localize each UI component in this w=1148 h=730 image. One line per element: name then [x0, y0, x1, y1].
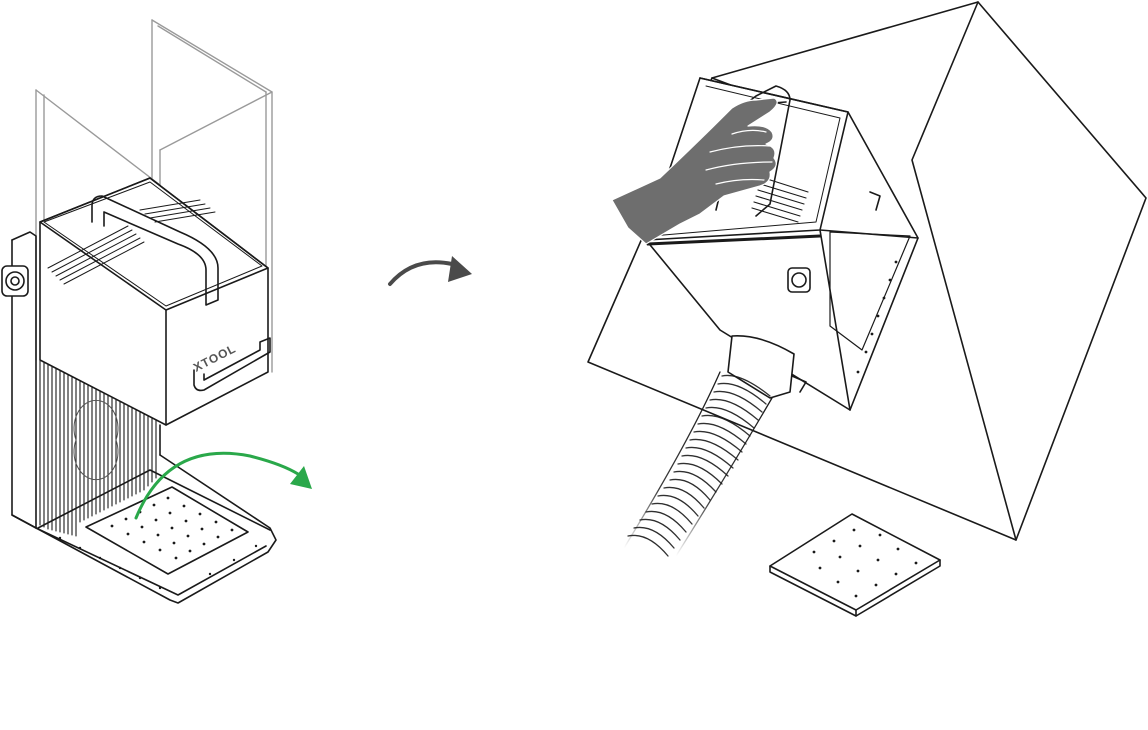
hand-icon	[611, 97, 778, 245]
machine-frame	[11, 231, 277, 604]
curved-arrow-right-icon	[388, 256, 472, 286]
exhaust-hose	[623, 335, 807, 557]
heatsink-fins	[39, 359, 157, 537]
removed-bed-plate	[769, 513, 941, 617]
hand-finger-lines	[705, 129, 773, 185]
laser-machine-tilted	[587, 1, 1147, 617]
side-knob-icon	[1, 265, 29, 297]
laser-module: XTOOL	[39, 177, 271, 426]
laser-machine-assembled: XTOOL	[1, 19, 312, 604]
curved-arrow-green-icon	[134, 451, 312, 520]
bed-plate-holes	[58, 496, 258, 590]
